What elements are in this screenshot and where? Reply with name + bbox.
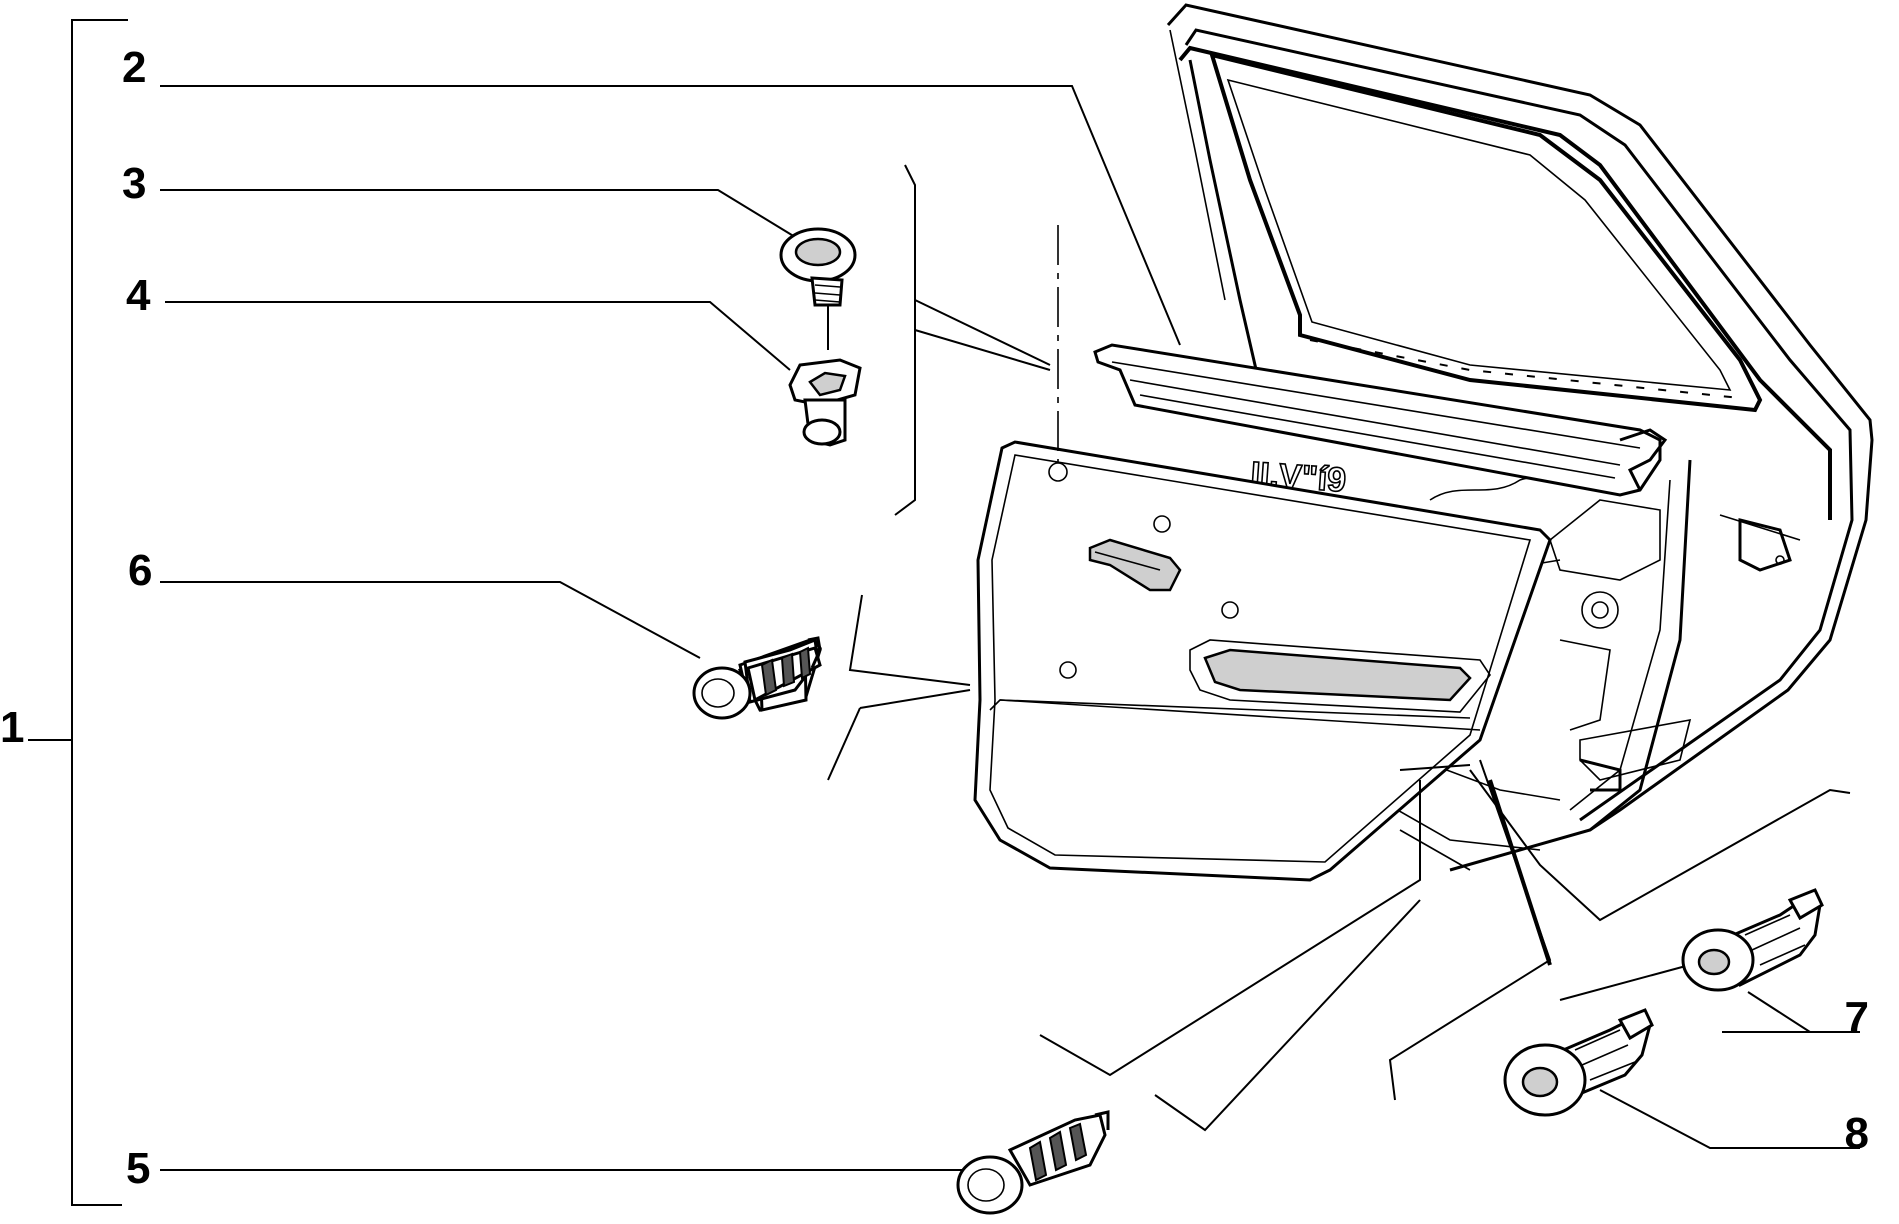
callout-4: 4 xyxy=(126,271,151,320)
leader-2 xyxy=(160,85,1181,346)
leader-7 xyxy=(1747,991,1860,1033)
part-7-push-fastener xyxy=(1681,888,1824,992)
leader-lines xyxy=(160,85,1860,1171)
callout-2: 2 xyxy=(122,43,146,92)
callout-1: 1 xyxy=(0,703,24,752)
leader-3 xyxy=(160,189,801,241)
callout-3: 3 xyxy=(122,159,146,208)
part-8-push-fastener xyxy=(1503,1008,1654,1117)
part-6-screw-plug xyxy=(692,636,822,720)
callout-7: 7 xyxy=(1845,993,1869,1042)
callout-5: 5 xyxy=(126,1144,150,1193)
leader-6 xyxy=(160,581,701,659)
section-guide-lines xyxy=(827,164,1851,1132)
leader-4 xyxy=(165,301,791,371)
part-2-belt-seal xyxy=(1093,343,1668,497)
part-4-retainer-grommet xyxy=(788,358,862,447)
door-shell: II.V"í9 xyxy=(1166,3,1874,872)
part-3-clip-cap xyxy=(779,227,857,350)
part-1-door-trim-panel xyxy=(973,225,1552,882)
assembly-bracket xyxy=(28,19,128,1206)
callout-6: 6 xyxy=(128,546,152,595)
callout-8: 8 xyxy=(1845,1109,1869,1158)
leader-8 xyxy=(1599,1089,1860,1149)
part-5-screw-plug xyxy=(956,1110,1110,1215)
